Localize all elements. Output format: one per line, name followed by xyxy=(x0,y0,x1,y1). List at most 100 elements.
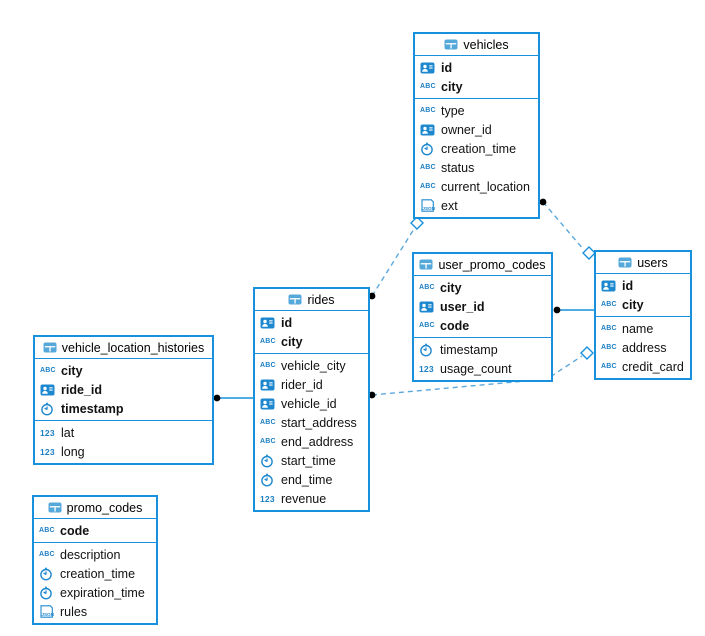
column-name: type xyxy=(441,103,465,118)
table-header[interactable]: users xyxy=(596,252,690,273)
column-row-timestamp: timestamp xyxy=(35,399,212,418)
timestamp-icon xyxy=(40,402,57,416)
relationship-dot-end xyxy=(213,394,221,402)
uuid-icon xyxy=(419,301,436,313)
column-name: revenue xyxy=(281,491,327,506)
column-name: start_time xyxy=(281,453,336,468)
column-row-timestamp: timestamp xyxy=(414,340,551,359)
column-row-owner_id: owner_id xyxy=(415,120,538,139)
column-name: user_id xyxy=(440,299,485,314)
number-icon: 123 xyxy=(419,363,434,374)
column-row-end_time: end_time xyxy=(255,470,368,489)
column-row-description: ABC description xyxy=(34,545,156,564)
table-name: vehicles xyxy=(463,37,509,52)
relationship-vehicle_location_histories-to-rides xyxy=(213,394,253,402)
column-name: expiration_time xyxy=(60,585,145,600)
uuid-icon xyxy=(601,280,618,292)
column-name: city xyxy=(440,280,462,295)
json-icon: JSON xyxy=(420,199,437,212)
table-header[interactable]: vehicle_location_histories xyxy=(35,337,212,358)
column-name: description xyxy=(60,547,121,562)
table-header[interactable]: rides xyxy=(255,289,368,310)
column-name: status xyxy=(441,160,475,175)
columns-section: ABC description creation_time expiration_ti… xyxy=(34,542,156,623)
column-name: rules xyxy=(60,604,88,619)
table-header[interactable]: vehicles xyxy=(415,34,538,55)
column-row-start_time: start_time xyxy=(255,451,368,470)
column-row-id: id xyxy=(415,58,538,77)
column-name: rider_id xyxy=(281,377,323,392)
string-icon: ABC xyxy=(39,527,55,534)
svg-text:JSON: JSON xyxy=(41,612,54,617)
table-header[interactable]: promo_codes xyxy=(34,497,156,518)
table-name: vehicle_location_histories xyxy=(61,340,205,355)
table-header[interactable]: user_promo_codes xyxy=(414,254,551,275)
string-icon: ABC xyxy=(260,338,276,345)
string-icon: ABC xyxy=(420,183,436,190)
table-name: users xyxy=(637,255,668,270)
timestamp-icon xyxy=(260,473,277,487)
string-icon: ABC xyxy=(601,363,617,370)
string-icon: ABC xyxy=(260,362,276,369)
svg-text:JSON: JSON xyxy=(422,206,435,211)
column-name: creation_time xyxy=(60,566,136,581)
column-row-expiration_time: expiration_time xyxy=(34,583,156,602)
column-row-rider_id: rider_id xyxy=(255,375,368,394)
uuid-icon xyxy=(260,398,277,410)
column-name: id xyxy=(622,278,634,293)
timestamp-icon xyxy=(39,567,56,581)
column-name: id xyxy=(281,315,293,330)
string-icon: ABC xyxy=(39,551,55,558)
table-icon xyxy=(618,257,632,268)
string-icon: ABC xyxy=(601,344,617,351)
column-row-ride_id: ride_id xyxy=(35,380,212,399)
column-row-vehicle_id: vehicle_id xyxy=(255,394,368,413)
string-icon: ABC xyxy=(40,367,56,374)
json-icon: JSON xyxy=(39,605,56,618)
table-name: user_promo_codes xyxy=(438,257,546,272)
timestamp-icon xyxy=(420,142,437,156)
uuid-icon xyxy=(260,379,277,391)
string-icon: ABC xyxy=(419,284,435,291)
relationship-vehicles-to-users xyxy=(539,198,596,260)
string-icon: ABC xyxy=(420,83,436,90)
table-icon xyxy=(48,502,62,513)
column-row-rules: JSON rules xyxy=(34,602,156,621)
uuid-icon xyxy=(420,124,437,136)
column-name: ext xyxy=(441,198,458,213)
column-row-user_id: user_id xyxy=(414,297,551,316)
column-row-code: ABC code xyxy=(34,521,156,540)
column-name: credit_card xyxy=(622,359,684,374)
column-row-ext: JSON ext xyxy=(415,196,538,215)
string-icon: ABC xyxy=(601,325,617,332)
column-name: code xyxy=(60,523,90,538)
timestamp-icon xyxy=(419,343,436,357)
